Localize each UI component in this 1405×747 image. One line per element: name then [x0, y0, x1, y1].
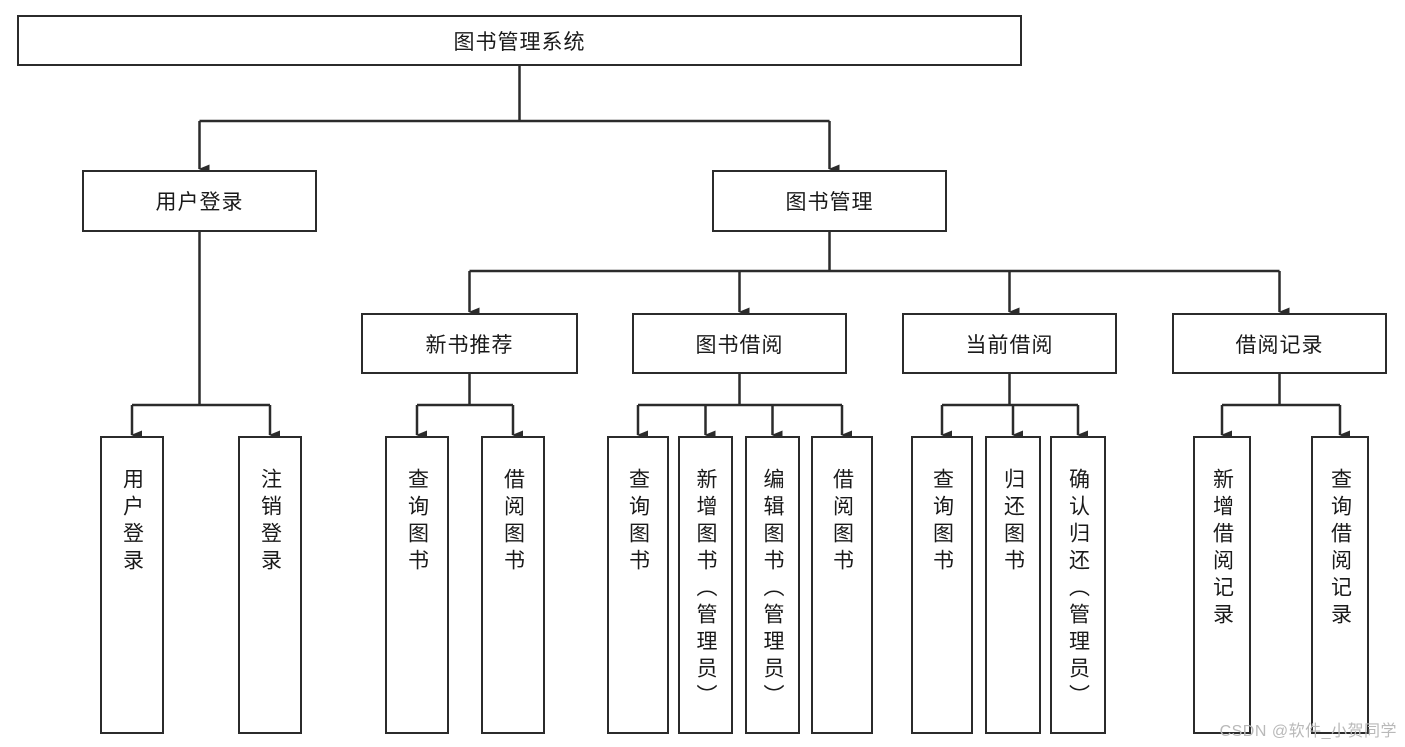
node-label: 编辑图书（管理员）: [761, 468, 784, 711]
node-root[interactable]: 图书管理系统: [17, 15, 1022, 66]
node-leaf-add-book-admin[interactable]: 新增图书（管理员）: [678, 436, 733, 734]
node-borrow-record[interactable]: 借阅记录: [1172, 313, 1387, 374]
node-leaf-return-book[interactable]: 归还图书: [985, 436, 1041, 734]
node-leaf-query-borrow-record[interactable]: 查询借阅记录: [1311, 436, 1369, 734]
node-label: 图书管理: [785, 191, 874, 214]
node-label: 用户登录: [155, 191, 244, 214]
node-leaf-confirm-return-admin[interactable]: 确认归还（管理员）: [1050, 436, 1106, 734]
node-leaf-edit-book-admin[interactable]: 编辑图书（管理员）: [745, 436, 800, 734]
node-label: 新增图书（管理员）: [694, 468, 717, 711]
node-book-borrow[interactable]: 图书借阅: [632, 313, 847, 374]
node-label: 查询借阅记录: [1328, 468, 1352, 630]
node-label: 当前借阅: [965, 333, 1054, 357]
node-label: 查询图书: [930, 468, 954, 576]
node-label: 新增借阅记录: [1210, 468, 1234, 630]
node-label: 归还图书: [1001, 468, 1025, 576]
node-label: 用户登录: [120, 468, 144, 576]
node-leaf-user-login[interactable]: 用户登录: [100, 436, 164, 734]
node-current-borrow[interactable]: 当前借阅: [902, 313, 1117, 374]
node-leaf-logout[interactable]: 注销登录: [238, 436, 302, 734]
node-label: 借阅图书: [830, 468, 854, 576]
node-label: 借阅图书: [501, 468, 525, 576]
node-leaf-query-book-cur[interactable]: 查询图书: [911, 436, 973, 734]
node-leaf-borrow-book-rec[interactable]: 借阅图书: [481, 436, 545, 734]
node-label: 确认归还（管理员）: [1066, 468, 1090, 711]
node-label: 图书管理系统: [453, 30, 586, 54]
node-label: 图书借阅: [695, 333, 784, 357]
node-leaf-borrow-book[interactable]: 借阅图书: [811, 436, 873, 734]
node-leaf-query-book-borrow[interactable]: 查询图书: [607, 436, 669, 734]
node-label: 借阅记录: [1235, 333, 1324, 357]
node-label: 查询图书: [626, 468, 650, 576]
node-label: 注销登录: [258, 468, 282, 576]
node-label: 新书推荐: [425, 333, 514, 357]
node-label: 查询图书: [405, 468, 429, 576]
watermark-text: CSDN @软件_小贺同学: [1219, 723, 1397, 740]
node-new-book-recommend[interactable]: 新书推荐: [361, 313, 578, 374]
node-user-login[interactable]: 用户登录: [82, 170, 317, 232]
node-book-manage[interactable]: 图书管理: [712, 170, 947, 232]
node-leaf-add-borrow-record[interactable]: 新增借阅记录: [1193, 436, 1251, 734]
node-leaf-query-book-rec[interactable]: 查询图书: [385, 436, 449, 734]
